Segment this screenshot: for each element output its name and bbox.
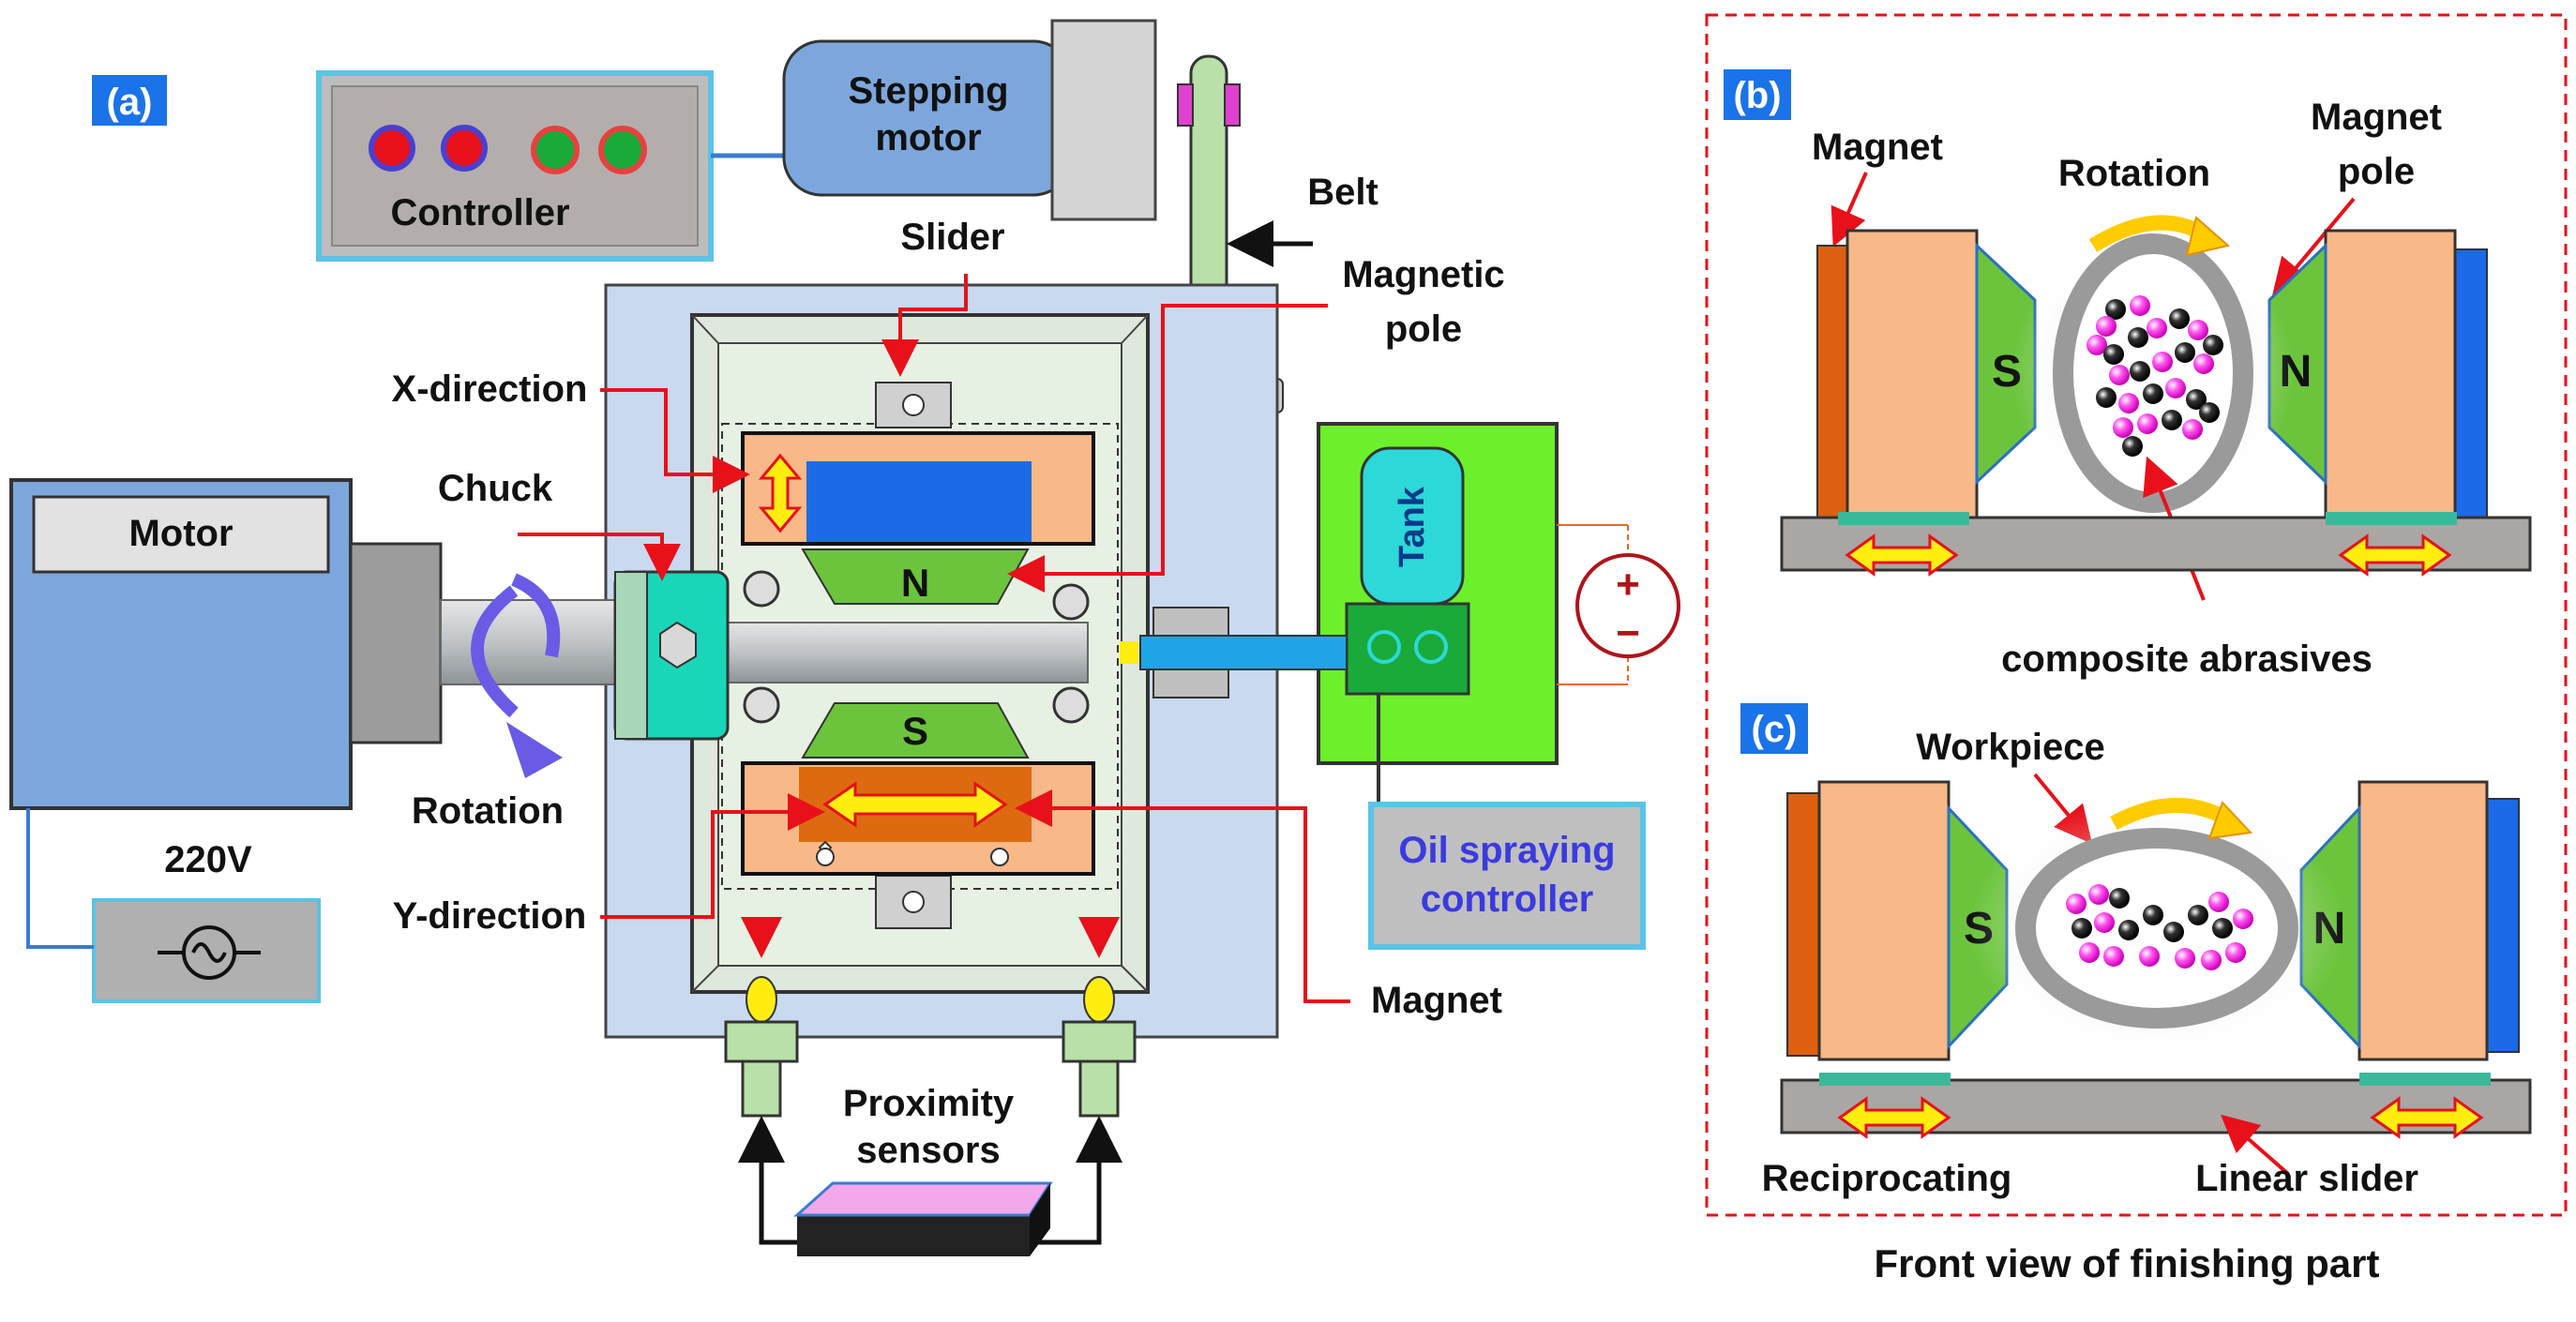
panel-c-tag-box (1740, 703, 1808, 754)
x-direction-label: X-direction (392, 368, 588, 410)
panel-b-magnet-right (2324, 229, 2457, 521)
pole-n-shape (801, 548, 1030, 605)
stepping-motor-label-2: motor (875, 117, 981, 158)
panel-b: (b) Magnet Rotation Magnet pole S N (1724, 69, 2532, 680)
magnetic-pole-label-1: Magnetic (1342, 254, 1504, 295)
panel-b-rotation-label: Rotation (2058, 153, 2210, 194)
panel-b-magnet-left (1845, 229, 1979, 521)
right-panel-frame (1705, 13, 2568, 1217)
magnetic-pole-label-2: pole (1385, 308, 1462, 350)
panel-b-composite-label: composite abrasives (2001, 638, 2373, 680)
panel-c-linear-slider-label: Linear slider (2195, 1158, 2418, 1199)
proximity-sensor-left (724, 1020, 799, 1118)
dc-power-source (1575, 553, 1680, 658)
dc-plus: + (1616, 562, 1640, 608)
dc-minus: − (1616, 610, 1640, 656)
magnet-label: Magnet (1371, 980, 1502, 1021)
spindle-shaft (440, 599, 629, 685)
panel-b-magnet-pole-label-2: pole (2338, 151, 2415, 192)
motor: Motor (9, 478, 443, 810)
panel-b-workpiece (2053, 233, 2253, 513)
voltage-label: 220V (164, 839, 252, 880)
chuck (613, 570, 730, 741)
controller-button-green-2[interactable] (598, 126, 647, 174)
proximity-sensor-right (1062, 1020, 1137, 1118)
chuck-label: Chuck (438, 468, 553, 509)
oil-controller-label-1: Oil spraying (1398, 830, 1615, 871)
pole-n-label: N (901, 561, 929, 605)
tank-label: Tank (1393, 486, 1432, 567)
panel-b-tag: (b) (1733, 75, 1781, 116)
spray-nozzle-pipe (1139, 635, 1348, 670)
sensor-amplifier-box (793, 1181, 1053, 1256)
figure-caption: Front view of finishing part (1875, 1241, 2380, 1285)
pole-s-shape (801, 702, 1030, 759)
panel-a: (a) Controller Stepping motor (9, 19, 1680, 1256)
controller-label: Controller (390, 192, 569, 233)
panel-b-magnet-label: Magnet (1812, 127, 1943, 168)
panel-c-abrasives (2066, 884, 2253, 970)
panel-c: (c) Workpiece S N (1740, 703, 2532, 1199)
panel-c-reciprocating-label: Reciprocating (1762, 1158, 2012, 1199)
workpiece-shaft (721, 622, 1089, 684)
slider-label: Slider (900, 217, 1004, 258)
panel-b-magnet-pole-label-1: Magnet (2311, 97, 2442, 138)
controller-button-red-1[interactable] (369, 125, 415, 172)
controller-button-red-2[interactable] (441, 125, 488, 172)
panel-c-magnet-right (2358, 780, 2489, 1061)
controller-button-green-1[interactable] (531, 126, 580, 174)
stepping-motor-label-1: Stepping (848, 70, 1008, 112)
belt-label: Belt (1307, 172, 1378, 213)
stepping-motor: Stepping motor (782, 19, 1157, 221)
panel-c-magnet-left (1817, 780, 1951, 1061)
proximity-label-1: Proximity (843, 1083, 1015, 1124)
panel-c-tag: (c) (1752, 709, 1798, 750)
oil-tank-board: Tank (1317, 422, 1559, 765)
motor-label: Motor (128, 513, 233, 554)
oil-controller-label-2: controller (1421, 879, 1593, 920)
rotation-label: Rotation (412, 790, 564, 832)
panel-c-workpiece-label: Workpiece (1916, 727, 2105, 768)
panel-b-abrasives (2086, 295, 2223, 457)
panel-a-tag-box (92, 75, 167, 126)
oil-controller-box (1368, 802, 1646, 950)
y-direction-label: Y-direction (393, 895, 587, 937)
controller: Controller (316, 70, 714, 262)
magnet-block-top (806, 461, 1032, 542)
pole-s-label: S (902, 709, 928, 753)
panel-b-tag-box (1724, 69, 1791, 120)
panel-c-workpiece (2015, 828, 2298, 1029)
panel-a-tag: (a) (107, 82, 153, 123)
proximity-label-2: sensors (856, 1130, 1000, 1171)
